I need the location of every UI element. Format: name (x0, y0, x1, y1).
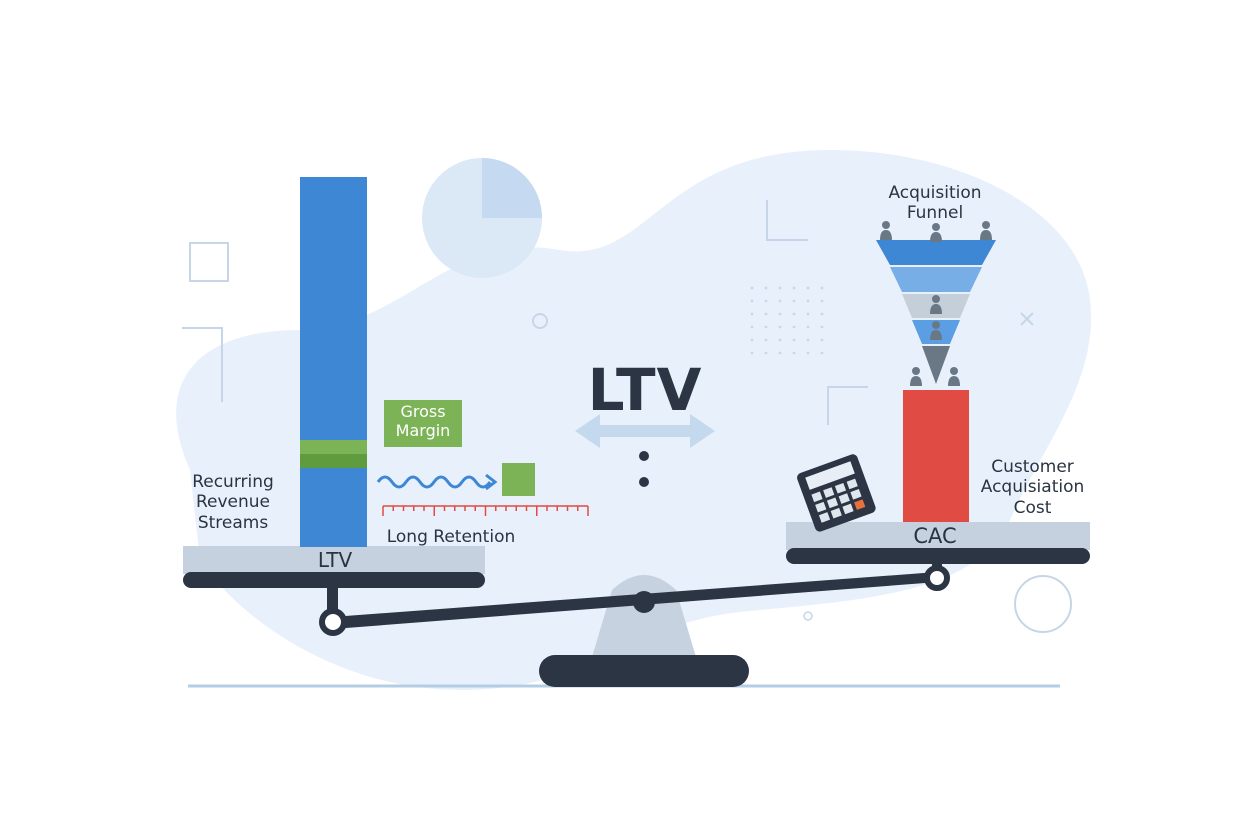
ratio-dot-top (639, 451, 649, 461)
left-hanger-rod (327, 586, 338, 616)
large-circle-decoration (1014, 575, 1072, 633)
corner-line-decoration (182, 327, 223, 402)
funnel-layer-5 (922, 346, 950, 384)
ltv-bar (300, 177, 367, 547)
calculator-icon (797, 454, 876, 532)
ltv-plate (183, 546, 485, 574)
pie-slice-decoration (482, 158, 542, 218)
scale-base (539, 655, 749, 687)
corner-line-decoration-2 (766, 200, 808, 241)
square-outline-decoration (189, 242, 229, 282)
left-hanger-joint (319, 608, 347, 636)
funnel-layer-2 (890, 267, 982, 292)
customer-acquisition-cost-label: Customer Acquisiation Cost (980, 457, 1085, 518)
ltv-plate-label: LTV (317, 548, 353, 572)
right-hanger-joint (924, 565, 950, 591)
cac-plate-label: CAC (913, 524, 957, 548)
acquisition-funnel-label: Acquisition Funnel (888, 183, 982, 224)
pivot-joint (633, 591, 655, 613)
comparison-arrow-icon (575, 414, 715, 448)
main-title: LTV (587, 356, 703, 424)
retention-wave (376, 475, 492, 489)
gross-margin-band-shadow (300, 454, 367, 468)
retention-arrow-icon (485, 473, 498, 491)
funnel-layer-1 (876, 240, 996, 265)
cac-plate-rim (786, 548, 1090, 564)
ratio-dot-bottom (639, 477, 649, 487)
gross-margin-band (300, 440, 367, 454)
dot-grid-decoration (750, 286, 824, 355)
funnel-people-icons (880, 221, 992, 386)
retention-square (502, 463, 535, 496)
cac-bar (903, 390, 969, 522)
recurring-revenue-label: Recurring Revenue Streams (192, 472, 274, 533)
retention-ruler (382, 505, 589, 516)
gross-margin-label: Gross Margin (384, 400, 462, 447)
tiny-circle-decoration (803, 611, 813, 621)
ltv-plate-rim (183, 572, 485, 588)
long-retention-label: Long Retention (386, 527, 516, 547)
small-circle-decoration (532, 313, 548, 329)
corner-line-decoration-3 (827, 386, 868, 425)
cac-plate (786, 522, 1090, 550)
x-mark-decoration (1020, 312, 1034, 326)
